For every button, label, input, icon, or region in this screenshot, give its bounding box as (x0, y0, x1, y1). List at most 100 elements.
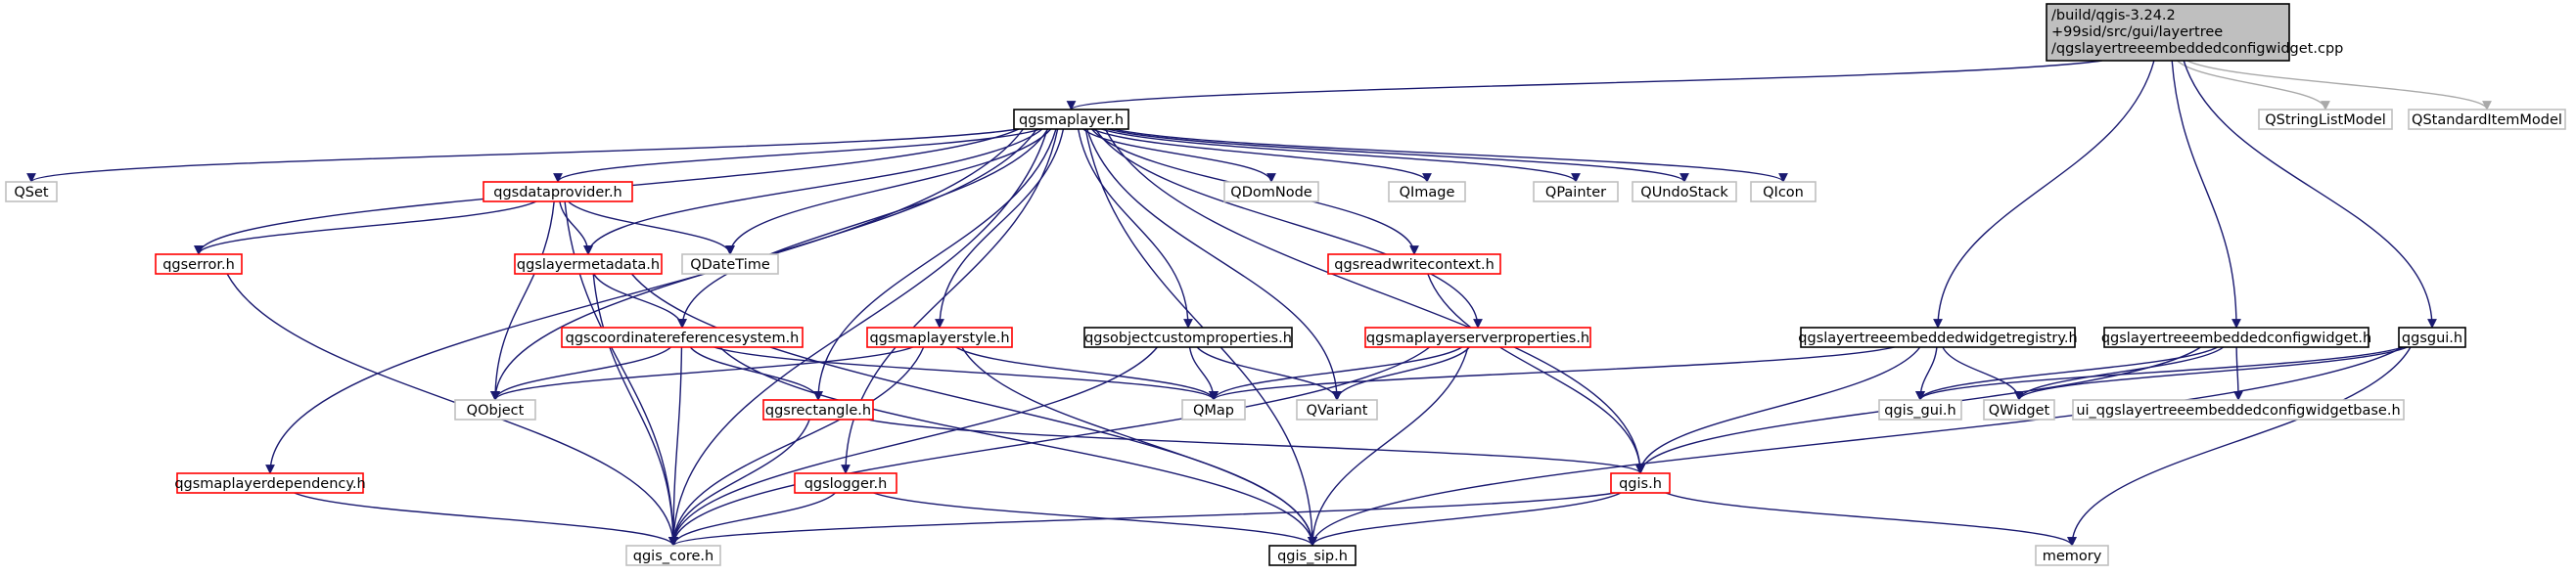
node-label: qgsobjectcustomproperties.h (1084, 331, 1292, 346)
edge-logger-to-qgis_core (668, 492, 836, 547)
node-widgetregistry[interactable]: qgslayertreeembeddedwidgetregistry.h (1798, 327, 2078, 348)
node-box (2035, 545, 2109, 566)
edge-maplayer-to-qundostack (1107, 128, 1689, 183)
node-box (1181, 399, 1246, 421)
edge-maplayer-to-serverprops (1094, 128, 1483, 329)
node-maplayer[interactable]: qgsmaplayer.h (1013, 109, 1129, 130)
edge-maplayer-to-maplayerdependency (265, 128, 1024, 474)
node-qgis_gui[interactable]: qgis_gui.h (1878, 399, 1962, 421)
node-crs[interactable]: qgscoordinatereferencesystem.h (561, 327, 804, 348)
node-ui_base[interactable]: ui_qgslayertreeembeddedconfigwidgetbase.… (2072, 399, 2405, 421)
node-label: memory (2043, 549, 2102, 564)
node-qpainter[interactable]: QPainter (1533, 181, 1619, 202)
node-qvariant[interactable]: QVariant (1296, 399, 1378, 421)
node-label: qgsmaplayer.h (1019, 112, 1124, 128)
node-qgis_core[interactable]: qgis_core.h (625, 545, 721, 566)
node-qstandarditemmodel[interactable]: QStandardItemModel (2408, 109, 2566, 130)
node-box (176, 472, 364, 494)
node-box (2408, 109, 2566, 130)
edge-qgis-to-memory (1665, 492, 2077, 547)
node-label: qgis.h (1619, 476, 1662, 492)
node-qundostack[interactable]: QUndoStack (1632, 181, 1737, 202)
node-qgis[interactable]: qgis.h (1610, 472, 1671, 494)
node-qmap[interactable]: QMap (1181, 399, 1246, 421)
node-box (1632, 181, 1737, 202)
edge-root-to-qstringlistmodel (2177, 60, 2330, 111)
node-qicon[interactable]: QIcon (1750, 181, 1817, 202)
edge-root-to-qgsgui (2183, 60, 2437, 329)
node-label: qgslayertreeembeddedconfigwidget.h (2101, 331, 2371, 346)
edge-maplayer-to-qpainter (1101, 128, 1581, 183)
edge-dataprovider-to-layermetadata (559, 200, 593, 255)
edge-serverprops-to-qvariant (1332, 346, 1470, 401)
node-box (1983, 399, 2055, 421)
node-label: QPainter (1545, 185, 1606, 200)
node-qwidget[interactable]: QWidget (1983, 399, 2055, 421)
node-box (2072, 399, 2405, 421)
node-serverprops[interactable]: qgsmaplayerserverproperties.h (1364, 327, 1591, 348)
node-box (1364, 327, 1591, 348)
edge-dataprovider-to-qgis_core (564, 200, 678, 547)
node-qset[interactable]: QSet (5, 181, 58, 202)
node-logger[interactable]: qgslogger.h (794, 472, 897, 494)
edge-layermetadata-to-qgis_core (592, 273, 678, 547)
node-layer: /build/qgis-3.24.2+99sid/src/gui/layertr… (5, 3, 2566, 566)
node-qgsgui[interactable]: qgsgui.h (2398, 327, 2466, 348)
edge-crs-to-qmap (713, 346, 1219, 401)
edge-qgsgui-to-qwidget (2014, 346, 2408, 401)
node-box (1533, 181, 1619, 202)
node-box (1750, 181, 1817, 202)
edge-maplayer-to-maplayerstyle (935, 128, 1065, 329)
edge-widgetregistry-to-qgis_gui (1915, 346, 1938, 401)
node-box (2398, 327, 2466, 348)
node-maplayerdependency[interactable]: qgsmaplayerdependency.h (174, 472, 366, 494)
edge-qgis-to-qgis_core (668, 492, 1616, 547)
node-qobject[interactable]: QObject (454, 399, 536, 421)
node-label: ui_qgslayertreeembeddedconfigwidgetbase.… (2076, 403, 2400, 419)
edge-widgetregistry-to-qmap (1209, 346, 1895, 401)
node-box (5, 181, 58, 202)
node-label: qgis_sip.h (1277, 549, 1348, 564)
node-dataprovider[interactable]: qgsdataprovider.h (483, 181, 633, 202)
edge-readwritecontext-to-qgis (1427, 273, 1645, 474)
node-label: qgserror.h (162, 257, 235, 273)
edge-maplayer-to-dataprovider (553, 128, 1041, 183)
node-box (794, 472, 897, 494)
node-qstringlistmodel[interactable]: QStringListModel (2258, 109, 2393, 130)
node-readwritecontext[interactable]: qgsreadwritecontext.h (1327, 253, 1501, 275)
node-objectcustomprops[interactable]: qgsobjectcustomproperties.h (1083, 327, 1293, 348)
node-label: QDateTime (690, 257, 770, 273)
edge-layermetadata-to-crs (593, 273, 687, 329)
node-label: qgslayermetadata.h (517, 257, 660, 273)
node-label: +99sid/src/gui/layertree (2051, 24, 2223, 40)
node-qdatetime[interactable]: QDateTime (681, 253, 779, 275)
node-layermetadata[interactable]: qgslayermetadata.h (514, 253, 663, 275)
node-box (2258, 109, 2393, 130)
node-error[interactable]: qgserror.h (155, 253, 243, 275)
node-box (454, 399, 536, 421)
edge-maplayer-to-qdatetime (725, 128, 1052, 255)
node-configwidget[interactable]: qgslayertreeembeddedconfigwidget.h (2101, 327, 2371, 348)
node-label: /qgslayertreeembeddedconfigwidget.cpp (2051, 41, 2343, 57)
node-label: qgsmaplayerserverproperties.h (1366, 331, 1589, 346)
edge-qgsgui-to-memory (2067, 346, 2412, 547)
node-root[interactable]: /build/qgis-3.24.2+99sid/src/gui/layertr… (2046, 3, 2343, 62)
node-memory[interactable]: memory (2035, 545, 2109, 566)
node-box (1296, 399, 1378, 421)
node-box (866, 327, 1013, 348)
edge-crs-to-qgis_sip (719, 346, 1317, 547)
node-label: qgslayertreeembeddedwidgetregistry.h (1798, 331, 2077, 346)
edge-error-to-qgis_core (226, 273, 678, 547)
edge-configwidget-to-ui_base (2233, 346, 2243, 401)
node-rectangle[interactable]: qgsrectangle.h (762, 399, 874, 421)
node-maplayerstyle[interactable]: qgsmaplayerstyle.h (866, 327, 1013, 348)
node-box (155, 253, 243, 275)
node-label: qgsreadwritecontext.h (1334, 257, 1495, 273)
node-qimage[interactable]: QImage (1388, 181, 1466, 202)
node-qgis_sip[interactable]: qgis_sip.h (1268, 545, 1357, 566)
node-label: qgsdataprovider.h (493, 185, 622, 200)
node-qdomnode[interactable]: QDomNode (1223, 181, 1319, 202)
node-label: /build/qgis-3.24.2 (2051, 8, 2176, 23)
edge-maplayer-to-qvariant (1086, 128, 1342, 401)
